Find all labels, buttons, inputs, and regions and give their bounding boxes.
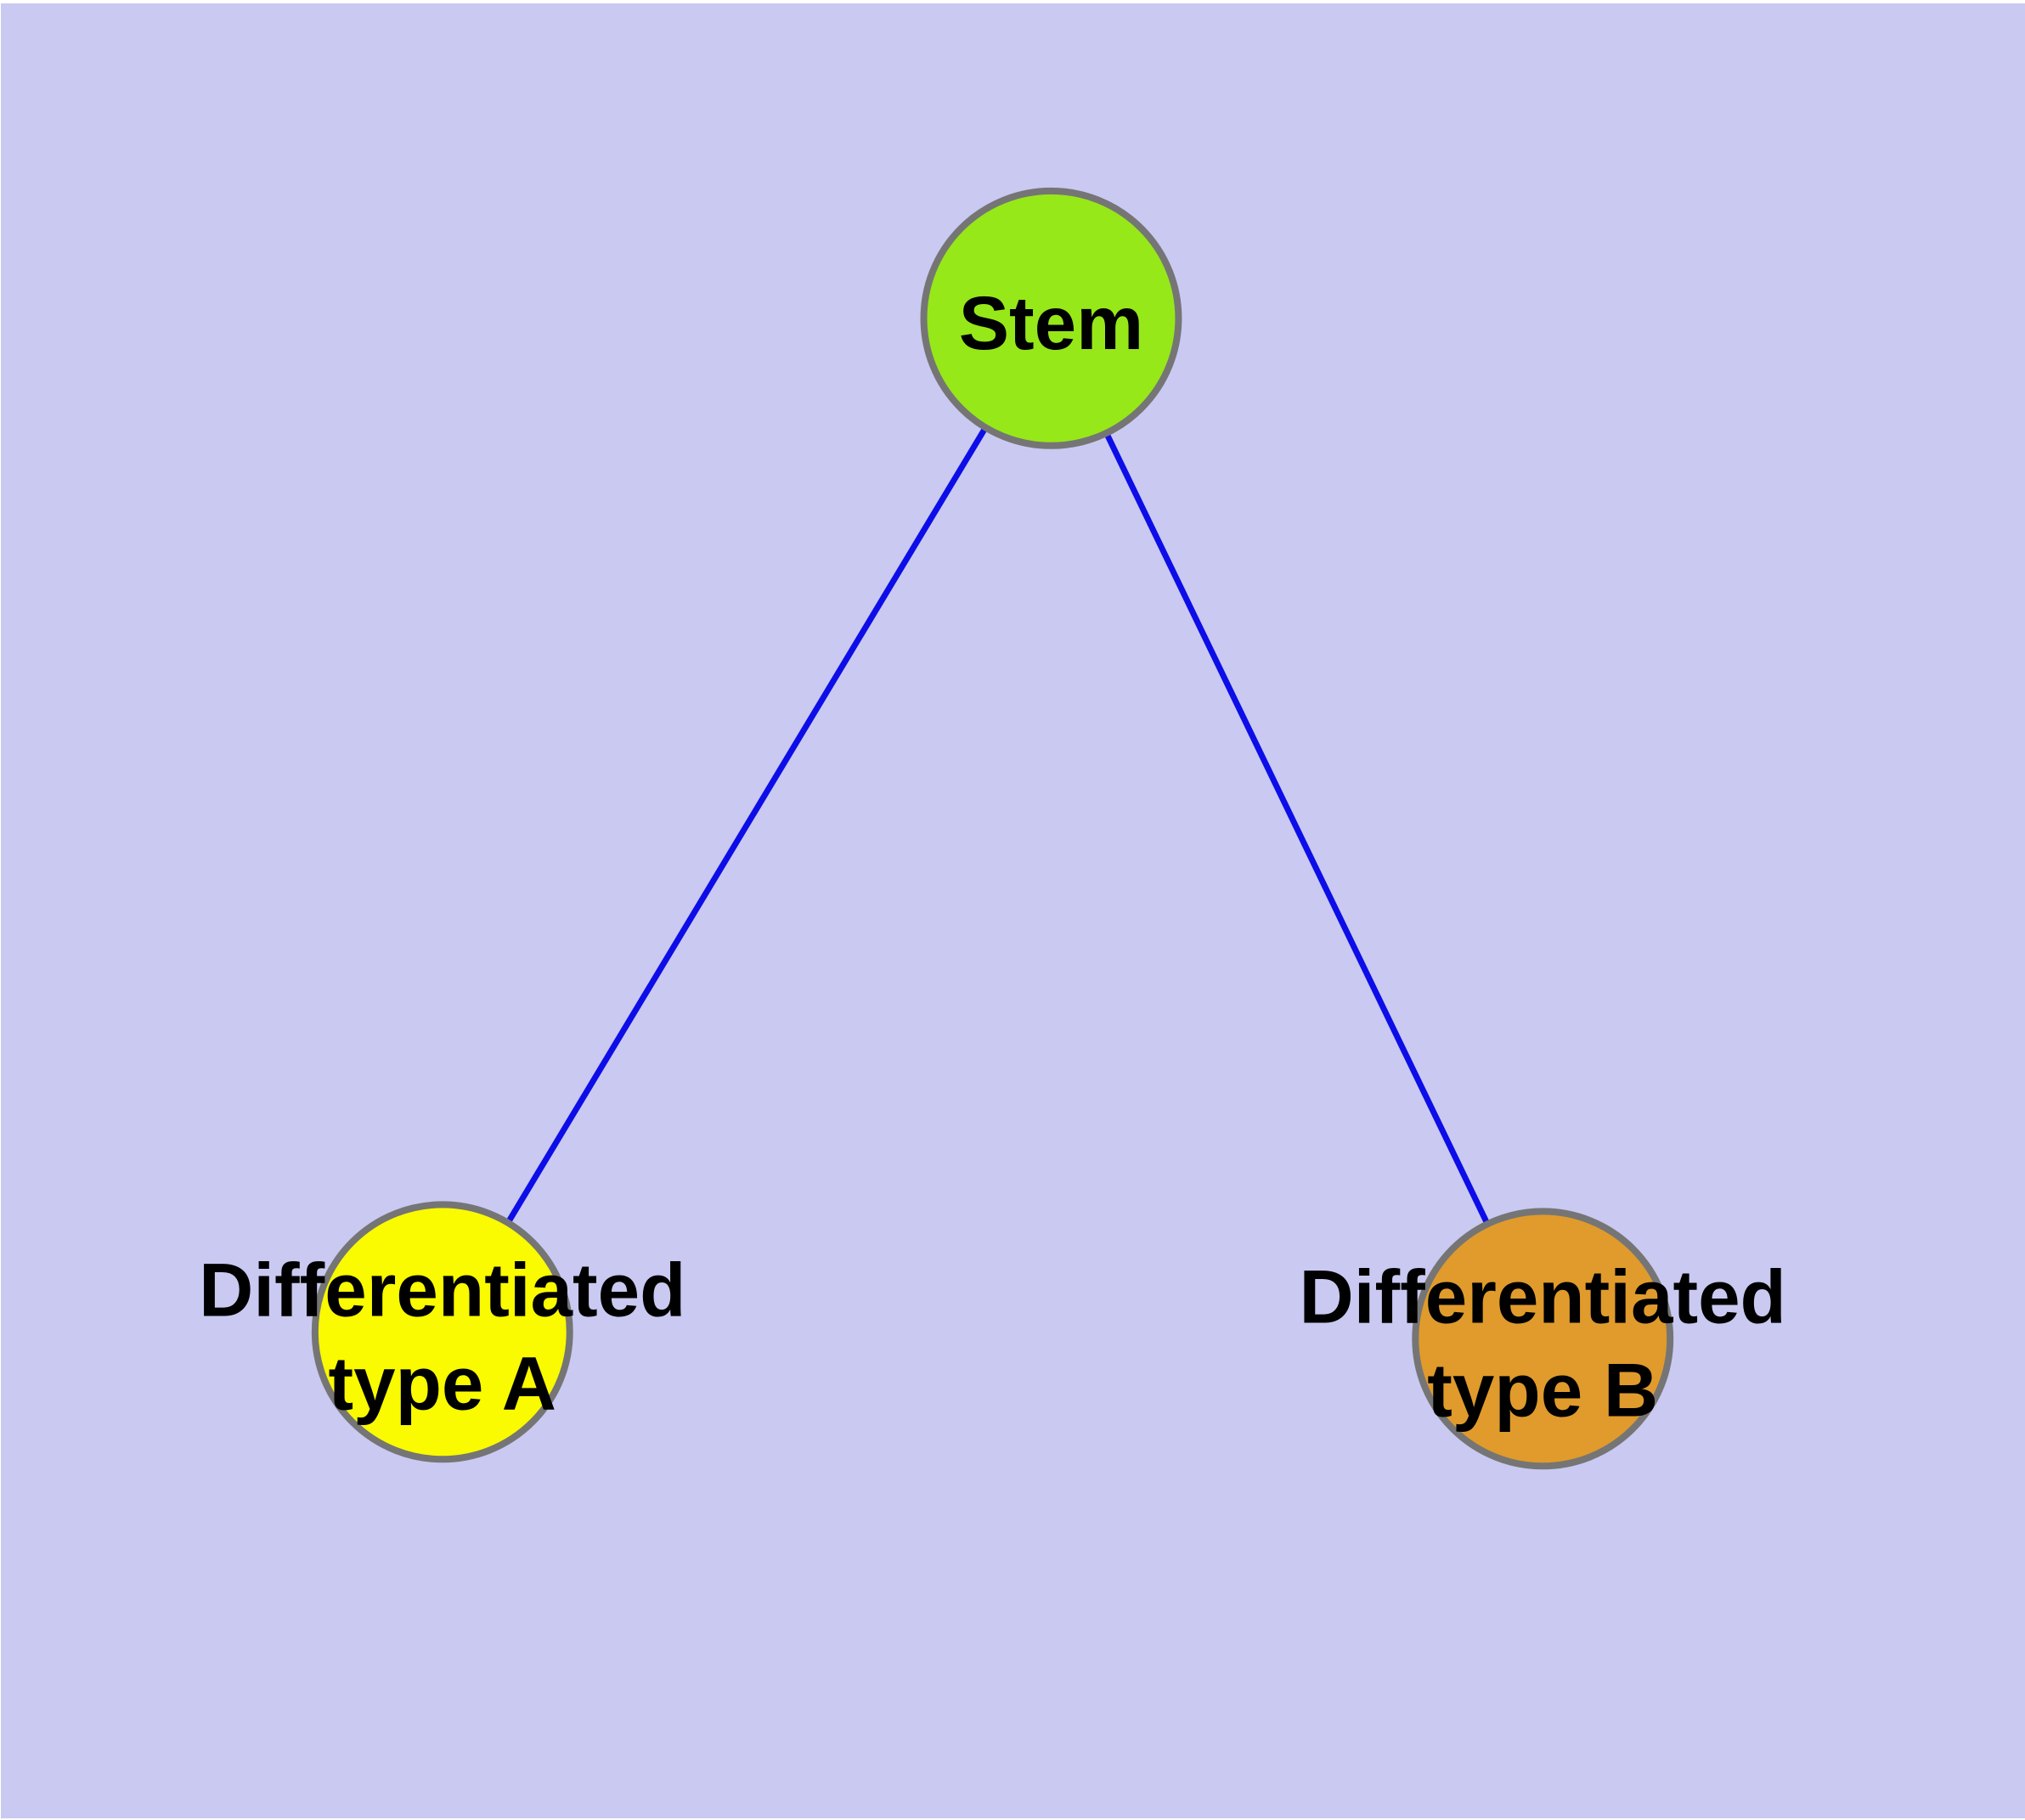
node-stem-label-line-1: Stem (959, 280, 1144, 365)
node-diff-a-label-line-1: Differentiated (199, 1247, 685, 1332)
edge-stem-to-diff-a (439, 315, 1054, 1335)
node-stem-circle (920, 187, 1182, 449)
node-diff-b-label-line-2: type B (1427, 1347, 1658, 1432)
node-diff-b-label: Differentiated type B (1300, 1254, 1786, 1432)
node-diff-a-label-line-2: type A (329, 1340, 557, 1425)
node-diff-b: Differentiated type B (1300, 1208, 1786, 1470)
node-diff-a-circle (311, 1201, 573, 1463)
edge-stem-to-diff-b (1047, 315, 1546, 1342)
node-diff-b-label-line-1: Differentiated (1300, 1254, 1786, 1338)
node-stem: Stem (920, 187, 1182, 449)
node-stem-label: Stem (959, 280, 1144, 365)
node-diff-b-circle (1412, 1208, 1674, 1470)
